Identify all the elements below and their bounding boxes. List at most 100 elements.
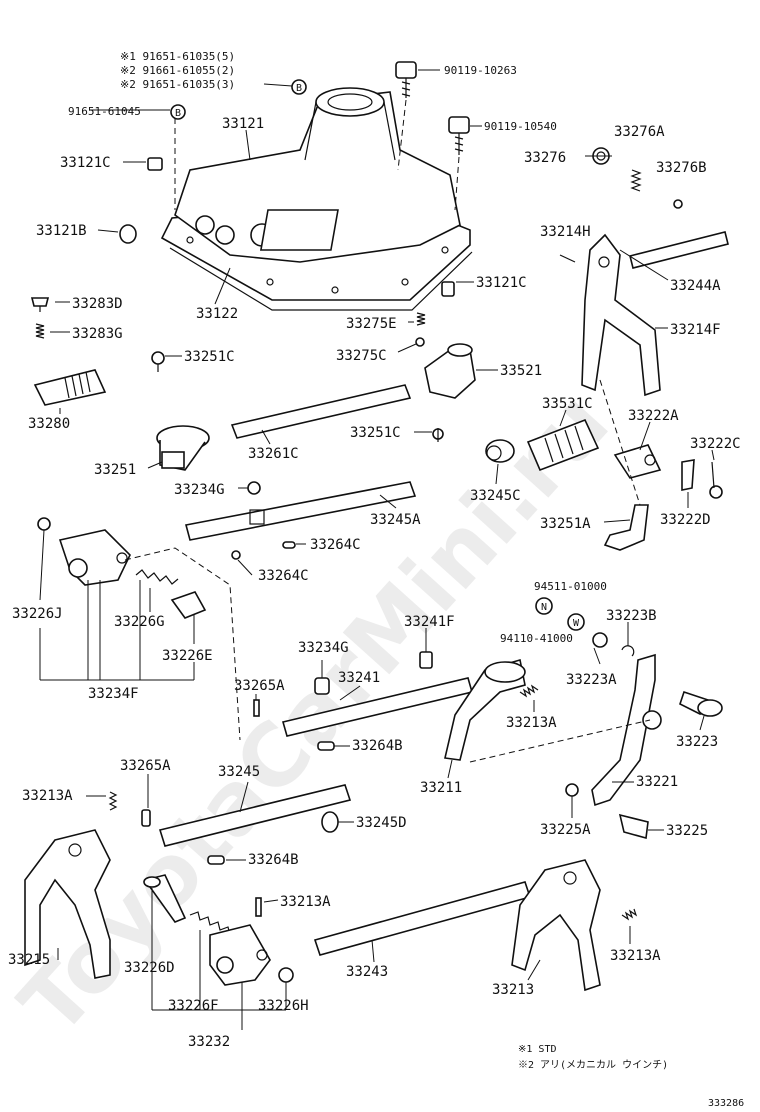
pin-33264c-a [282, 541, 296, 549]
washer-33234g-a [247, 481, 261, 495]
footnotes: ※1 STD ※2 アリ(メカニカル ウインチ) [518, 1044, 668, 1071]
screw-33251c-b [432, 428, 444, 442]
bushing-33245c [485, 439, 515, 463]
washer-33234g-b [314, 677, 330, 695]
label-33222a: 33222A [628, 408, 679, 424]
shaft-33280 [33, 369, 107, 406]
plunger-33275e [416, 312, 426, 326]
spring-33213a-d [621, 908, 638, 921]
label-90119-10263: 90119-10263 [444, 64, 517, 77]
pin-33213a-c [255, 897, 262, 917]
label-33122: 33122 [196, 306, 238, 322]
label-33213a-d: 33213A [610, 948, 661, 964]
label-33264c-b: 33264C [258, 568, 309, 584]
ball-33264c-b [231, 550, 241, 560]
variant-note-3: ※2 91651-61035(3) [120, 78, 235, 91]
label-33251a: 33251A [540, 516, 591, 532]
label-33243: 33243 [346, 964, 388, 980]
label-33213: 33213 [492, 982, 534, 998]
label-33275e: 33275E [346, 316, 397, 332]
label-33121c-b: 33121C [476, 275, 527, 291]
svg-text:B: B [296, 83, 302, 94]
washer-33223a [592, 632, 608, 648]
plug-33121c-b [441, 281, 455, 297]
pin-33264b-b [207, 855, 225, 865]
label-94511-01000: 94511-01000 [534, 580, 607, 593]
label-33211: 33211 [420, 780, 462, 796]
label-33264b-a: 33264B [352, 738, 403, 754]
label-33223a: 33223A [566, 672, 617, 688]
variant-note-2: ※2 91661-61055(2) [120, 64, 235, 77]
label-33234g-b: 33234G [298, 640, 349, 656]
footnote-1: ※1 STD [518, 1044, 556, 1055]
label-33221: 33221 [636, 774, 678, 790]
shaft-33245a [185, 481, 417, 541]
label-33276a: 33276A [614, 124, 665, 140]
label-33241: 33241 [338, 670, 380, 686]
pin-33264b-a [317, 741, 335, 751]
label-33275c: 33275C [336, 348, 387, 364]
label-33280: 33280 [28, 416, 70, 432]
svg-text:B: B [175, 108, 181, 119]
clip-33241f [419, 651, 433, 669]
lever-33251 [156, 425, 210, 471]
label-33121b: 33121B [36, 223, 87, 239]
plug-33121c-a [147, 157, 163, 171]
ball-33275c [415, 337, 425, 347]
marker-n: N [535, 597, 553, 615]
svg-text:W: W [573, 618, 580, 629]
label-33276b: 33276B [656, 160, 707, 176]
label-91651-61045: 91651-61045 [68, 105, 141, 118]
variant-notes: ※1 91651-61035(5) ※2 91661-61055(2) ※2 9… [120, 50, 235, 91]
ring-33226j [37, 517, 51, 531]
label-33245: 33245 [218, 764, 260, 780]
label-33223: 33223 [676, 734, 718, 750]
shaft-33245 [158, 784, 352, 847]
label-33265a-a: 33265A [234, 678, 285, 694]
bolt-33223 [679, 690, 723, 717]
label-33223b: 33223B [606, 608, 657, 624]
head-33222a [613, 444, 662, 479]
spring-33226f [189, 911, 231, 936]
label-33265a-b: 33265A [120, 758, 171, 774]
bracket-33222d [681, 459, 695, 491]
fork-33214f [581, 233, 661, 397]
clip-33245d [321, 811, 339, 833]
label-33121c-a: 33121C [60, 155, 111, 171]
head-33232 [209, 924, 271, 986]
pin-33265a-b [141, 809, 151, 827]
marker-b-left: B [170, 104, 186, 120]
fork-33213 [511, 859, 601, 992]
leader-lines [39, 69, 715, 1030]
clip-33223b [621, 645, 635, 657]
label-33226h: 33226H [258, 998, 309, 1014]
sleeve-33531c [526, 418, 600, 472]
spring-33213a-b [108, 791, 118, 811]
ring-33226h [278, 967, 294, 983]
head-33521 [424, 343, 476, 399]
bolt-90119-10263 [395, 61, 417, 98]
label-33225a: 33225A [540, 822, 591, 838]
label-33121: 33121 [222, 116, 264, 132]
label-33213a-b: 33213A [22, 788, 73, 804]
spring-33226g [135, 569, 179, 585]
label-33215: 33215 [8, 952, 50, 968]
label-33241f: 33241F [404, 614, 455, 630]
label-33232: 33232 [188, 1034, 230, 1050]
bolt-33222c [709, 461, 723, 499]
label-33214f: 33214F [670, 322, 721, 338]
label-33226f: 33226F [168, 998, 219, 1014]
plug-33121b [119, 224, 137, 244]
label-33226d: 33226D [124, 960, 175, 976]
shaft-33226d [143, 874, 187, 923]
plug-33283d [30, 297, 50, 312]
lever-33251a [599, 379, 649, 551]
clip-33225a [565, 783, 579, 797]
label-90119-10540: 90119-10540 [484, 120, 557, 133]
label-33251: 33251 [94, 462, 136, 478]
label-33283d: 33283D [72, 296, 123, 312]
label-33521: 33521 [500, 363, 542, 379]
label-33214h: 33214H [540, 224, 591, 240]
label-33226j: 33226J [12, 606, 63, 622]
